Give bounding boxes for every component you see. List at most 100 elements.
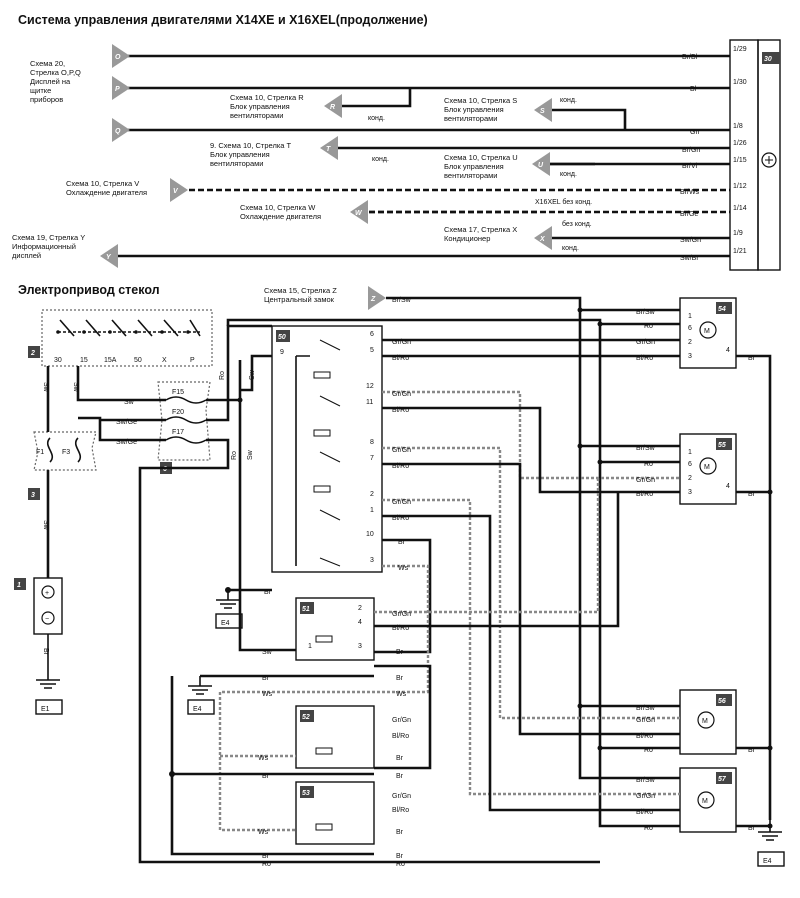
svg-text:P: P [190,357,195,364]
svg-text:Gr/Gn: Gr/Gn [392,611,411,618]
fuse-block-6: F15 F20 F17 6 [157,381,211,474]
svg-text:6: 6 [688,325,692,332]
section-title-windows: Электропривод стекол [18,283,160,297]
svg-text:3: 3 [358,643,362,650]
svg-text:Sw: Sw [262,649,273,656]
battery-plus-icon: + [45,590,49,597]
svg-text:Gr/Gn: Gr/Gn [392,717,411,724]
svg-text:Gr/Gn: Gr/Gn [392,447,411,454]
wire-label: Br/Gn [682,147,700,154]
ecu-pin: 1/29 [733,46,747,53]
svg-text:Bl/Ro: Bl/Ro [392,407,409,414]
motor-icon: M [704,464,710,471]
svg-text:конд.: конд. [372,156,389,163]
svg-text:Ro: Ro [396,861,405,868]
svg-text:Gr/Gn: Gr/Gn [392,339,411,346]
svg-text:56: 56 [718,698,726,705]
svg-text:конд.: конд. [560,171,577,178]
svg-text:2: 2 [358,605,362,612]
svg-text:Sw/Ge: Sw/Ge [116,439,137,446]
top-wire-group [110,54,730,258]
window-switch-52: 52 [295,705,375,769]
svg-text:5: 5 [370,347,374,354]
wire-label: Br/Vi [682,163,697,170]
ecu-pin: 1/26 [733,140,747,147]
svg-text:Sw: Sw [249,369,256,380]
bottom-wire-labels: Sw Sw Sw Sw/Ge Sw/Ge Sw Br Ro Ro Sw Sw B… [42,297,756,868]
svg-text:57: 57 [718,776,727,783]
ecu-symbol-icon [761,152,777,168]
svg-text:Bl/Ro: Bl/Ro [636,809,653,816]
svg-text:Ws: Ws [258,829,269,836]
wire-label: Sw/Br [680,255,699,262]
arrow-z: Z [370,296,376,303]
svg-text:50: 50 [134,357,142,364]
svg-text:Br: Br [398,539,406,546]
svg-text:Br: Br [748,355,756,362]
ground-e4-icon: E4 [221,620,230,627]
svg-text:Bl/Ro: Bl/Ro [392,807,409,814]
svg-text:F1: F1 [36,449,44,456]
ecu-id: 30 [764,56,772,63]
svg-text:Br/Sw: Br/Sw [636,309,656,316]
svg-text:2: 2 [688,475,692,482]
motor-icon: M [702,798,708,805]
svg-text:конд.: конд. [560,97,577,104]
svg-text:Ro: Ro [231,451,238,460]
svg-text:Sw/Ge: Sw/Ge [116,419,137,426]
svg-text:Ro: Ro [644,323,653,330]
svg-text:Ws: Ws [398,565,409,572]
window-motor-54: 54 M [679,297,737,369]
svg-text:4: 4 [358,619,362,626]
svg-text:Bl/Ro: Bl/Ro [392,733,409,740]
svg-text:55: 55 [718,442,726,449]
wire-label: Gn [690,129,699,136]
ignition-switch: 2 30 15 15A 50 X P [28,309,213,367]
svg-text:Bl/Ro: Bl/Ro [636,491,653,498]
svg-text:Sw: Sw [247,449,254,460]
svg-text:3: 3 [688,489,692,496]
diagram-title: Система управления двигателями X14XE и X… [18,13,428,27]
svg-text:Gr/Gn: Gr/Gn [636,477,655,484]
ecu-pin: 1/30 [733,79,747,86]
svg-text:Sw: Sw [42,520,49,531]
svg-text:F15: F15 [172,389,184,396]
wire-label: Br/Ge [680,211,698,218]
svg-text:1: 1 [370,507,374,514]
svg-text:1: 1 [688,449,692,456]
svg-text:Br: Br [262,773,270,780]
arrow-q: Q [115,128,121,135]
svg-text:Br: Br [396,649,404,656]
svg-text:4: 4 [726,483,730,490]
svg-text:F17: F17 [172,429,184,436]
ground-symbols: E1 E4 E4 E4 [35,590,785,867]
component-2-id: 2 [30,350,35,357]
arrow-r: R [330,104,335,111]
svg-text:12: 12 [366,383,374,390]
battery-minus-icon: − [45,616,49,623]
ecu-pin: 1/14 [733,205,747,212]
svg-text:Br: Br [748,747,756,754]
svg-text:Gr/Gn: Gr/Gn [392,499,411,506]
arrow-t: T [326,146,331,153]
svg-text:Br: Br [396,853,404,860]
svg-text:Br: Br [262,853,270,860]
svg-text:3: 3 [31,492,35,499]
window-switch-53: 53 [295,781,375,845]
ecu-pin: 1/8 [733,123,743,130]
svg-text:30: 30 [54,357,62,364]
ground-e1-icon: E1 [41,706,50,713]
svg-text:1: 1 [17,582,21,589]
svg-text:8: 8 [370,439,374,446]
ground-e4-icon: E4 [193,706,202,713]
svg-text:Br: Br [264,589,272,596]
svg-text:Br/Sw: Br/Sw [392,297,412,304]
ecu-pin: 1/15 [733,157,747,164]
svg-text:Gr/Gn: Gr/Gn [392,391,411,398]
